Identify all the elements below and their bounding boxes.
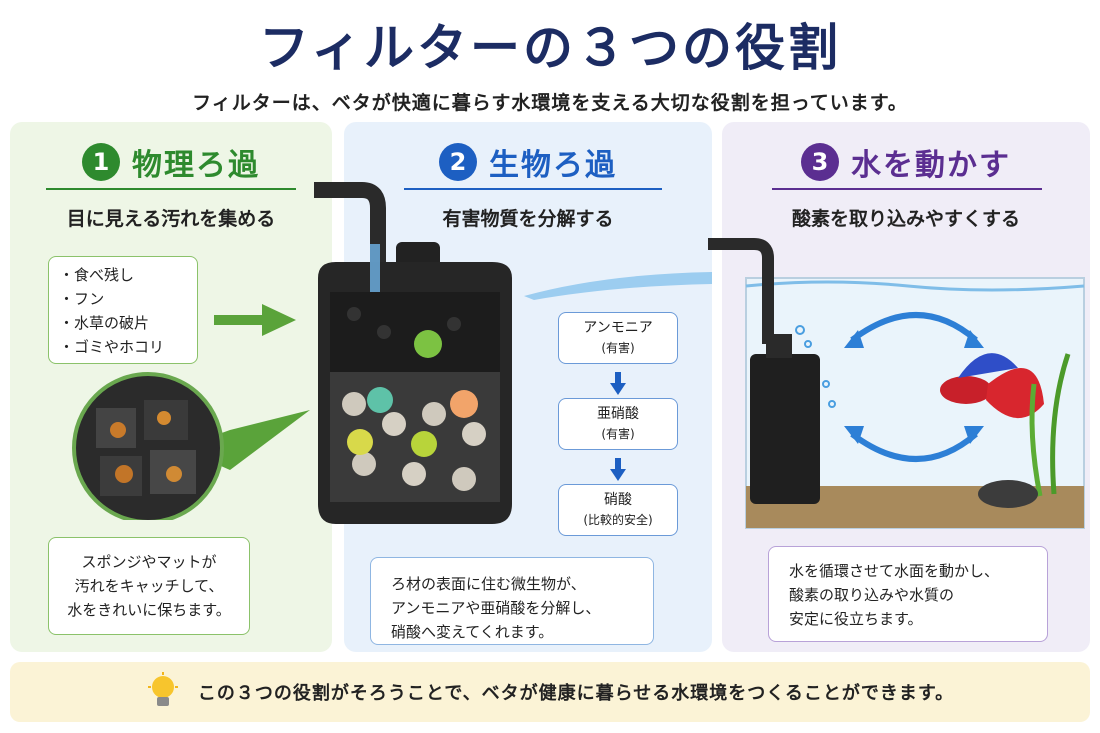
description-box: 水を循環させて水面を動かし、 酸素の取り込みや水質の 安定に役立ちます。 [768, 546, 1048, 642]
water-outflow-stream [524, 272, 712, 300]
description-line: ろ材の表面に住む微生物が、 [391, 575, 586, 593]
description-box: スポンジやマットが 汚れをキャッチして、 水をきれいに保ちます。 [48, 537, 250, 635]
panel-title: 生物ろ過 [489, 148, 617, 183]
down-arrow-icon [610, 458, 626, 481]
description-box: ろ材の表面に住む微生物が、 アンモニアや亜硝酸を分解し、 硝酸へ変えてくれます。 [370, 557, 654, 645]
panel-subtitle: 目に見える汚れを集める [66, 208, 276, 230]
down-arrow-icon [610, 372, 626, 395]
list-item: ・食べ残し [59, 266, 135, 284]
panel-subtitle: 酸素を取り込みやすくする [791, 208, 1020, 230]
description-line: 酸素の取り込みや水質の [789, 586, 955, 604]
title-underline [772, 188, 1042, 190]
flow-step-ammonia: アンモニア (有害) [558, 312, 678, 364]
lightbulb-icon [147, 672, 178, 706]
number-badge: 3 [801, 143, 839, 181]
panel-title: 物理ろ過 [132, 148, 260, 183]
description-line: 水をきれいに保ちます。 [67, 601, 231, 619]
panel-physical-filtration: 1 物理ろ過 目に見える汚れを集める ・食べ残し ・フン ・水草の破片 ・ゴミや… [10, 122, 332, 652]
number-badge: 1 [82, 143, 120, 181]
title-underline [404, 188, 662, 190]
number-badge: 2 [439, 143, 477, 181]
list-item: ・ゴミやホコリ [59, 338, 165, 356]
description-line: アンモニアや亜硝酸を分解し、 [391, 599, 601, 617]
flow-step-name: アンモニア [583, 320, 653, 336]
flow-step-note: (有害) [601, 427, 635, 441]
panel-water-circulation: 3 水を動かす 酸素を取り込みやすくする 水を循環させて水面を動かし、 酸素の取… [708, 122, 1090, 652]
sponge-closeup-illustration [72, 372, 310, 520]
right-arrow-icon [214, 304, 296, 336]
panel-header: 2 生物ろ過 [344, 140, 712, 184]
page-title: フィルターの３つの役割 [259, 19, 841, 77]
flow-step-name: 硝酸 [604, 492, 632, 508]
panel-title: 水を動かす [851, 148, 1011, 183]
flow-step-nitrite: 亜硝酸 (有害) [558, 398, 678, 450]
description-line: 硝酸へ変えてくれます。 [391, 623, 554, 641]
flow-step-nitrate: 硝酸 (比較的安全) [558, 484, 678, 536]
panel-header: 3 水を動かす [722, 140, 1090, 184]
description-line: 水を循環させて水面を動かし、 [789, 562, 1000, 580]
list-item: ・フン [59, 290, 105, 308]
panel-biological-filtration: 2 生物ろ過 有害物質を分解する アンモニア (有害) [314, 122, 712, 652]
description-line: 安定に役立ちます。 [789, 610, 923, 628]
summary-banner: この３つの役割がそろうことで、ベタが健康に暮らせる水環境をつくることができます。 [10, 662, 1090, 722]
description-line: 汚れをキャッチして、 [74, 577, 224, 595]
aquarium-illustration [708, 238, 1085, 529]
title-underline [46, 188, 296, 190]
summary-text: この３つの役割がそろうことで、ベタが健康に暮らせる水環境をつくることができます。 [197, 683, 955, 704]
flow-step-note: (比較的安全) [583, 513, 653, 527]
list-item: ・水草の破片 [59, 314, 150, 332]
filter-canister-illustration [314, 182, 512, 524]
debris-list: ・食べ残し ・フン ・水草の破片 ・ゴミやホコリ [48, 256, 198, 364]
panel-subtitle: 有害物質を分解する [442, 208, 614, 230]
flow-step-note: (有害) [601, 341, 635, 355]
flow-step-name: 亜硝酸 [597, 406, 639, 422]
panel-header: 1 物理ろ過 [10, 140, 332, 184]
page-subtitle: フィルターは、ベタが快適に暮らす水環境を支える大切な役割を担っています。 [192, 92, 908, 114]
description-line: スポンジやマットが [81, 553, 217, 571]
